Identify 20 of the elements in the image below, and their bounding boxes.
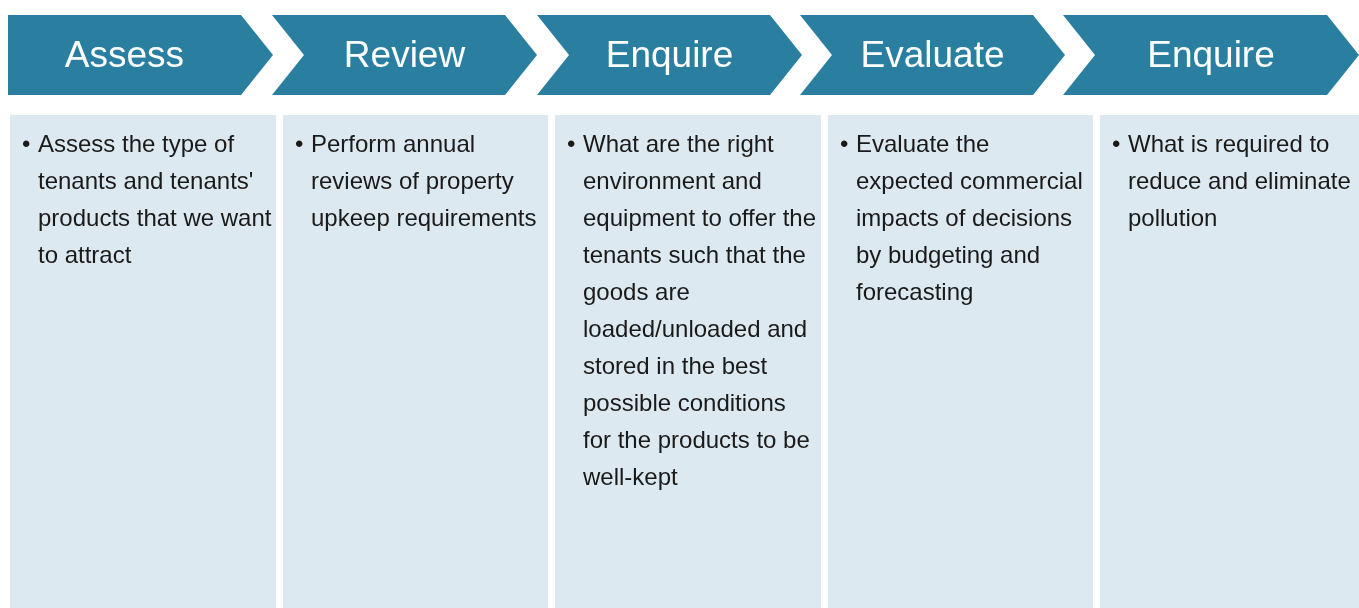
column-panel <box>555 115 821 608</box>
bullet-mark: • <box>22 129 31 159</box>
step-title: Enquire <box>1147 34 1275 76</box>
bullet-text: What are the right environment and equipment to offer the tenants such that the goods are loaded/unloaded and stored in the best possible conditions for the products to be well-kept <box>583 129 817 492</box>
bullet-mark: • <box>840 129 849 159</box>
column-panel <box>10 115 276 608</box>
column-panel <box>828 115 1093 608</box>
step-title: Evaluate <box>860 34 1005 76</box>
bullet-mark: • <box>295 129 304 159</box>
column-panel <box>283 115 548 608</box>
bullet-text: What is required to reduce and eliminate pollution <box>1128 129 1352 233</box>
bullet-text: Assess the type of tenants and tenants' products that we want to attract <box>38 129 272 270</box>
step-title: Enquire <box>605 34 734 76</box>
bullet-text: Evaluate the expected commercial impacts of decisions by budgeting and forecasting <box>856 129 1084 307</box>
bullet-text: Perform annual reviews of property upkeep requirements <box>311 129 538 233</box>
step-title: Review <box>343 34 466 76</box>
step-title: Assess <box>64 34 185 76</box>
column-panel <box>1100 115 1359 608</box>
bullet-mark: • <box>1112 129 1121 159</box>
bullet-mark: • <box>567 129 576 159</box>
